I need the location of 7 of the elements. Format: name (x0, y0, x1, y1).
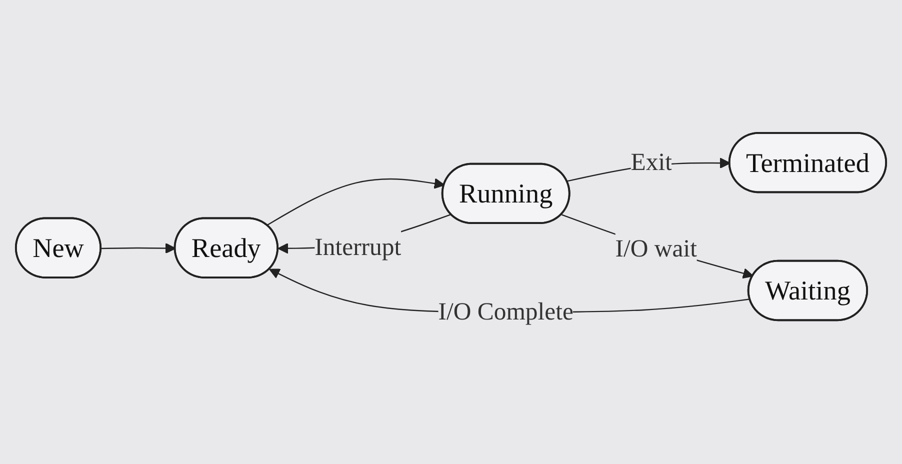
edge-label: I/O wait (615, 236, 697, 263)
edge-label: Interrupt (314, 234, 402, 262)
arrow (561, 214, 754, 279)
arrow (266, 178, 445, 226)
arrow (101, 243, 176, 254)
edge-label: Exit (630, 149, 672, 176)
edge-label: I/O Complete (438, 298, 574, 326)
